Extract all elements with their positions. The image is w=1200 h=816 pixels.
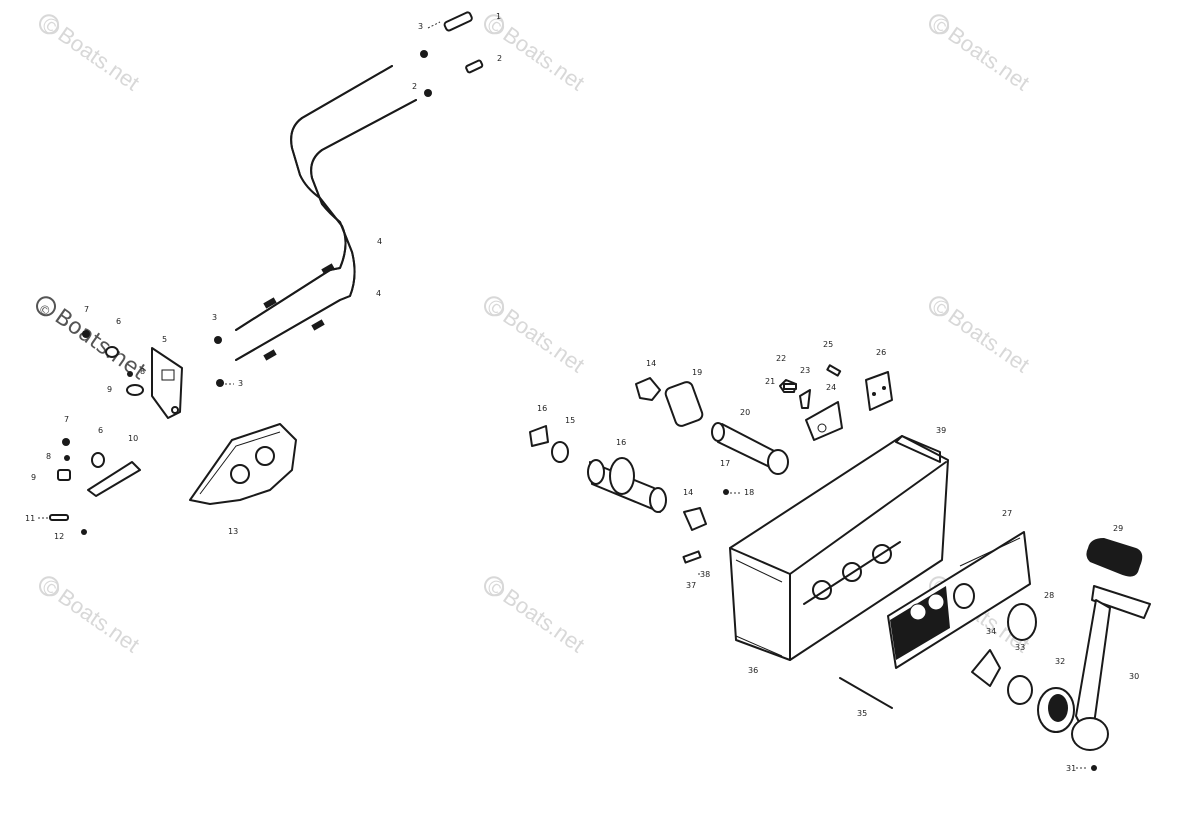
callout: 14 xyxy=(683,488,693,497)
callout: 23 xyxy=(800,366,810,375)
svg-text:Boats.net: Boats.net xyxy=(50,304,151,385)
callout: 16 xyxy=(616,438,626,447)
callout: 11 xyxy=(25,514,35,523)
callout: 15 xyxy=(565,416,575,425)
leader-lines xyxy=(38,21,1088,769)
callout: 19 xyxy=(692,368,702,377)
callout: 37 xyxy=(686,581,696,590)
watermark: © Boats.net xyxy=(36,296,151,386)
callout: 25 xyxy=(823,340,833,349)
callout: 4 xyxy=(376,289,381,298)
shift-lever-assembly xyxy=(82,330,183,419)
svg-text:Boats.net: Boats.net xyxy=(944,304,1034,378)
watermark: © Boats.net xyxy=(482,294,589,378)
cable-end-fittings xyxy=(214,11,484,387)
callout: 12 xyxy=(54,532,64,541)
svg-text:Boats.net: Boats.net xyxy=(944,22,1034,96)
callout: 21 xyxy=(765,377,775,386)
callout: 6 xyxy=(98,426,103,435)
callout: 1 xyxy=(496,12,501,21)
watermark: © Boats.net xyxy=(927,294,1034,378)
callout: 3 xyxy=(418,22,423,31)
callout: 3 xyxy=(212,313,217,322)
callout: 31 xyxy=(1066,764,1076,773)
callout: 36 xyxy=(748,666,758,675)
callout: 35 xyxy=(857,709,867,718)
callout: 27 xyxy=(1002,509,1012,518)
callout: 5 xyxy=(162,335,167,344)
watermark: © Boats.net xyxy=(37,12,144,96)
callout: 24 xyxy=(826,383,836,392)
callout: 13 xyxy=(228,527,238,536)
callout: 16 xyxy=(537,404,547,413)
callout: 34 xyxy=(986,627,996,636)
callout: 7 xyxy=(84,305,89,314)
callout-labels: 3 1 2 2 4 4 3 3 7 6 5 8 9 7 6 10 8 9 11 … xyxy=(25,12,1139,773)
callout: 26 xyxy=(876,348,886,357)
svg-text:Boats.net: Boats.net xyxy=(54,22,144,96)
callout: 8 xyxy=(140,367,145,376)
callout: 8 xyxy=(46,452,51,461)
callout: 33 xyxy=(1015,643,1025,652)
callout: 29 xyxy=(1113,524,1123,533)
control-cables xyxy=(235,65,417,361)
gear-cluster xyxy=(635,364,893,441)
callout: 20 xyxy=(740,408,750,417)
control-housing xyxy=(729,435,949,661)
watermark: © Boats.net xyxy=(482,574,589,658)
svg-text:Boats.net: Boats.net xyxy=(499,304,589,378)
callout: 6 xyxy=(116,317,121,326)
watermark: © Boats.net xyxy=(927,12,1034,96)
svg-text:Boats.net: Boats.net xyxy=(499,584,589,658)
watermark: © Boats.net xyxy=(482,12,589,96)
callout: 2 xyxy=(497,54,502,63)
callout: 14 xyxy=(646,359,656,368)
shaft-assembly xyxy=(529,422,789,564)
callout: 32 xyxy=(1055,657,1065,666)
callout: 38 xyxy=(700,570,710,579)
callout: 28 xyxy=(1044,591,1054,600)
svg-text:Boats.net: Boats.net xyxy=(499,22,589,96)
callout: 18 xyxy=(744,488,754,497)
throttle-lever-assembly xyxy=(49,438,141,535)
watermark: © Boats.net xyxy=(37,574,144,658)
callout: 30 xyxy=(1129,672,1139,681)
callout: 9 xyxy=(107,385,112,394)
callout: 9 xyxy=(31,473,36,482)
faceplate xyxy=(887,531,1031,669)
callout: 22 xyxy=(776,354,786,363)
callout: 3 xyxy=(238,379,243,388)
callout: 10 xyxy=(128,434,138,443)
callout: 2 xyxy=(412,82,417,91)
callout: 7 xyxy=(64,415,69,424)
svg-text:Boats.net: Boats.net xyxy=(54,584,144,658)
callout: 17 xyxy=(720,459,730,468)
callout: 39 xyxy=(936,426,946,435)
cover-plate xyxy=(189,423,297,505)
handle-assembly xyxy=(839,538,1151,771)
callout: 4 xyxy=(377,237,382,246)
